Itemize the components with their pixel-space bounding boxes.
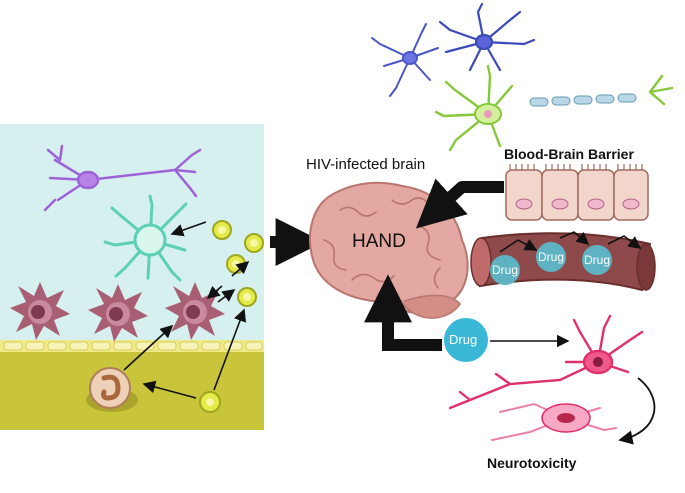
label-infected-brain: HIV-infected brain [306, 156, 426, 173]
neuron-purple [43, 144, 202, 212]
label-drug-main: Drug [449, 332, 478, 347]
neuron-blue-small [371, 23, 439, 97]
panel-arrows [123, 221, 250, 399]
label-hand: HAND [352, 231, 406, 252]
neuron-blue-large [438, 2, 536, 72]
blood-vessel [470, 231, 656, 292]
virions [199, 220, 264, 413]
drug-main [444, 318, 570, 362]
label-drug-vessel-2: Drug [538, 250, 565, 264]
label-neurotoxicity: Neurotoxicity [487, 455, 577, 471]
astrocyte-teal [103, 194, 188, 282]
label-drug-vessel-3: Drug [584, 253, 611, 267]
arrow-drug-to-brain [364, 274, 442, 351]
neuron-pink-healthy [448, 314, 644, 410]
microglia-cells [10, 282, 225, 342]
bbb-epithelium [505, 164, 649, 221]
neuron-pink-damaged [491, 402, 617, 441]
arrow-bbb-to-brain [415, 178, 504, 229]
label-drug-vessel-1: Drug [492, 263, 519, 277]
neuron-green-myelinated [434, 64, 674, 152]
monocyte-cell [86, 367, 138, 412]
label-blood-brain-barrier: Blood-Brain Barrier [504, 146, 634, 162]
cns-panel [0, 124, 264, 430]
neurotoxicity-cycle-arrow [618, 377, 656, 445]
